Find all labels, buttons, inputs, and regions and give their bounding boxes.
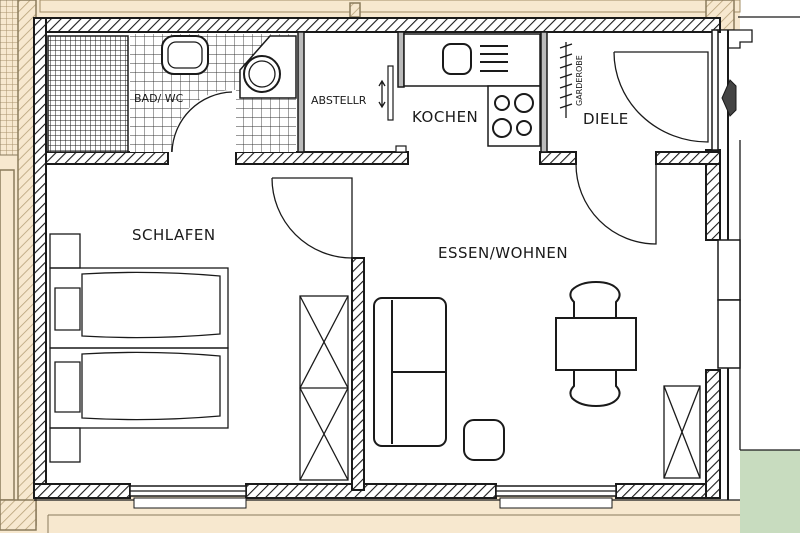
outside-white-area [740, 0, 800, 450]
living-door-swing [575, 163, 657, 245]
garderobe-label: GARDEROBE [575, 55, 584, 106]
kitchen: KOCHEN [403, 33, 541, 147]
coffee-table [463, 419, 505, 461]
room-label-abstellraum: ABSTELLR [311, 94, 367, 107]
garden-area [740, 450, 800, 533]
interior-walls [45, 31, 721, 491]
pillow [54, 287, 81, 331]
entrance-arrow-icon [721, 79, 737, 117]
room-label-essen-wohnen: ESSEN/WOHNEN [438, 244, 568, 262]
room-label-diele: DIELE [583, 110, 629, 128]
dining-chair-top [569, 280, 621, 318]
cabinet [663, 385, 701, 479]
storage-room: ABSTELLR [311, 65, 394, 121]
blanket [81, 271, 221, 339]
pillow [54, 361, 81, 413]
sliding-door [387, 65, 394, 121]
room-label-kochen: KOCHEN [412, 108, 478, 126]
dining-chair-bottom [569, 370, 621, 408]
bedroom: SCHLAFEN [49, 177, 353, 481]
entrance-door-swing [613, 51, 709, 143]
kitchen-sink [442, 43, 472, 75]
hall: GARDEROBE DIELE [559, 42, 737, 245]
outer-walls [33, 17, 753, 501]
blanket [81, 351, 221, 421]
slide-arrow-icon [378, 79, 386, 109]
room-label-bad-wc: BAD/ WC [134, 92, 184, 105]
bathroom-door-swing [171, 91, 233, 153]
washbasin [161, 35, 209, 75]
windows [129, 239, 741, 509]
facade-corner [716, 29, 753, 49]
garderobe-hooks [559, 42, 573, 118]
living-dining: ESSEN/WOHNEN [373, 244, 701, 479]
bathroom: BAD/ WC [47, 34, 297, 153]
stove [487, 85, 541, 147]
bed-bottom [49, 347, 229, 429]
dining-table [555, 317, 637, 371]
shower [47, 35, 129, 153]
bedroom-door-swing [271, 177, 353, 259]
room-label-schlafen: SCHLAFEN [132, 226, 216, 244]
